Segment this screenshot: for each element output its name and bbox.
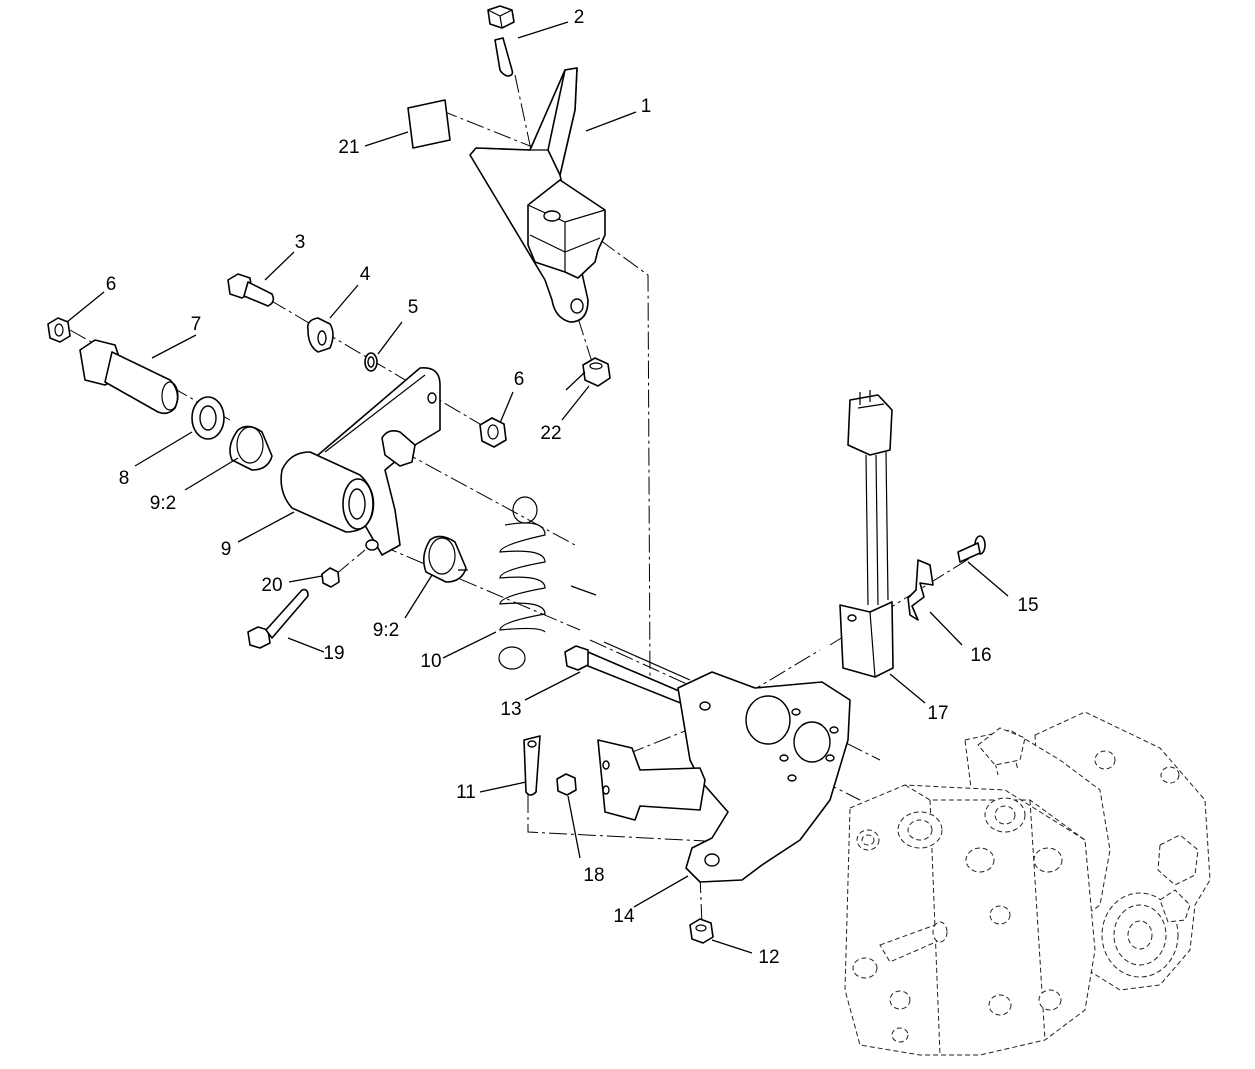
nut-18 xyxy=(556,773,577,796)
control-handle-bracket xyxy=(469,67,606,323)
callout-12: 12 xyxy=(758,947,779,968)
callout-10: 10 xyxy=(420,651,441,672)
bushing-9-2-lower xyxy=(422,535,467,583)
callout-9-2-upper: 9:2 xyxy=(150,493,176,514)
decal-21 xyxy=(407,99,451,149)
nut-6-right xyxy=(479,417,507,448)
callout-14: 14 xyxy=(613,906,635,927)
callout-8: 8 xyxy=(119,468,130,489)
callout-6-right: 6 xyxy=(514,369,525,390)
callout-labels: 1 2 3 4 5 6 6 7 8 9 9:2 9:2 10 11 12 13 … xyxy=(106,7,1039,968)
callout-7: 7 xyxy=(191,314,202,335)
callout-18: 18 xyxy=(583,865,604,886)
neutral-switch-17 xyxy=(839,390,894,678)
control-arm-9 xyxy=(280,367,441,556)
mounting-bracket-14 xyxy=(597,671,851,883)
callout-13: 13 xyxy=(500,699,521,720)
callout-2: 2 xyxy=(574,7,585,28)
bolt-2 xyxy=(487,5,515,77)
callout-1: 1 xyxy=(641,96,652,117)
callout-9: 9 xyxy=(221,539,232,560)
callout-leaders xyxy=(66,21,1009,954)
nut-20 xyxy=(321,567,340,588)
bushing-9-2-upper xyxy=(229,425,273,471)
clip-16 xyxy=(907,559,934,621)
callout-20: 20 xyxy=(261,575,282,596)
bolt-3 xyxy=(227,273,275,307)
callout-22: 22 xyxy=(540,423,561,444)
callout-17: 17 xyxy=(927,703,948,724)
callout-16: 16 xyxy=(970,645,991,666)
callout-4: 4 xyxy=(360,264,371,285)
hydraulic-pump-phantom xyxy=(844,711,1211,1056)
pivot-shaft-7 xyxy=(79,339,179,415)
callout-19: 19 xyxy=(323,643,344,664)
callout-21: 21 xyxy=(338,137,359,158)
rod-11 xyxy=(523,735,541,796)
nut-22 xyxy=(582,357,611,387)
screw-15 xyxy=(957,535,986,563)
bolt-19 xyxy=(247,588,309,649)
callout-6-left: 6 xyxy=(106,274,117,295)
callout-15: 15 xyxy=(1017,595,1038,616)
callout-11: 11 xyxy=(456,782,476,803)
nut-6-left xyxy=(47,317,71,343)
nut-12 xyxy=(689,918,714,944)
callout-5: 5 xyxy=(408,297,419,318)
washer-8 xyxy=(191,396,225,440)
washer-5 xyxy=(364,352,378,372)
callout-3: 3 xyxy=(295,232,306,253)
spring-10 xyxy=(498,496,546,670)
callout-9-2-lower: 9:2 xyxy=(373,620,399,641)
spacer-4 xyxy=(306,317,334,353)
